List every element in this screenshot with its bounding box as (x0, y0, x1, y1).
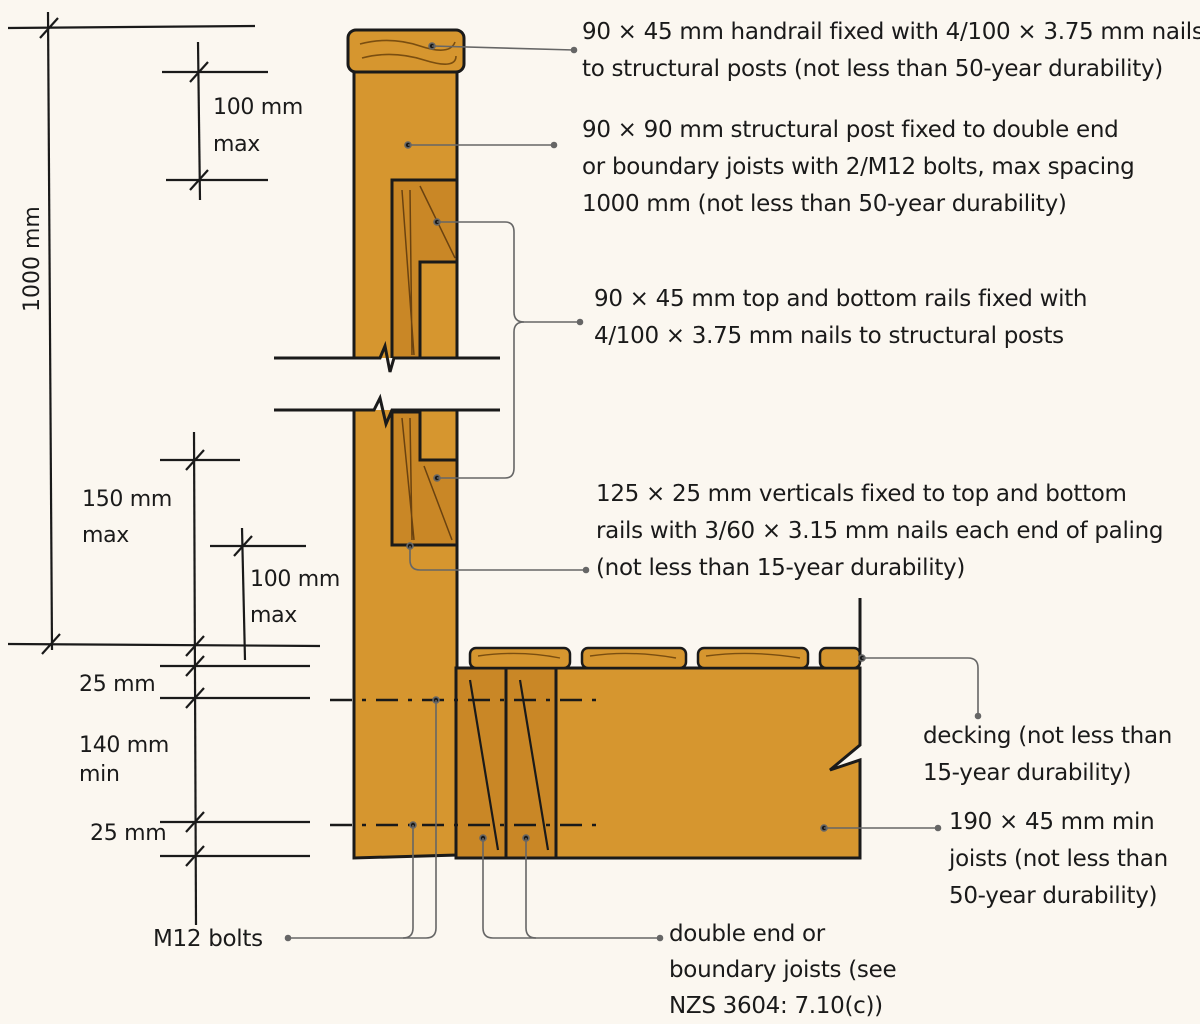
post-label-line-1: 90 × 90 mm structural post fixed to doub… (582, 117, 1119, 143)
joists-label-line-2: joists (not less than (949, 846, 1168, 872)
bottom-rail-section (390, 410, 459, 547)
rails-label-line-1: 90 × 45 mm top and bottom rails fixed wi… (594, 286, 1088, 312)
decking-label-line-2: 15-year durability) (923, 760, 1132, 786)
verticals-label-line-3: (not less than 15-year durability) (596, 555, 966, 581)
vertical-gap-dimension-line-1: 100 mm (250, 567, 341, 592)
boundary-joists-label-line-1: double end or (669, 921, 825, 947)
post-label-line-2: or boundary joists with 2/M12 bolts, max… (582, 154, 1135, 180)
bolt-spacing-dimension-line-2: min (79, 762, 120, 787)
handrail-gap-dimension-line-2: max (213, 132, 261, 157)
bottom-rail-gap-dimension-line-2: max (82, 523, 130, 548)
top-edge-dimension: 25 mm (79, 672, 156, 697)
overall-height-dimension: 1000 mm (20, 206, 45, 312)
handrail-gap-dimension-line-1: 100 mm (213, 95, 304, 120)
bolt-spacing-dimension-line-1: 140 mm (79, 733, 170, 758)
boundary-joists-label-line-3: NZS 3604: 7.10(c)) (669, 993, 883, 1019)
bolts-label: M12 bolts (153, 926, 263, 952)
joist-frame (454, 666, 862, 860)
bottom-edge-dimension: 25 mm (90, 821, 167, 846)
rails-label-line-2: 4/100 × 3.75 mm nails to structural post… (594, 323, 1064, 349)
handrail (346, 28, 466, 74)
verticals-label-line-2: rails with 3/60 × 3.15 mm nails each end… (596, 518, 1164, 544)
vertical-gap-dimension-line-2: max (250, 603, 298, 628)
bottom-rail-gap-dimension-line-1: 150 mm (82, 487, 173, 512)
joists-label-line-1: 190 × 45 mm min (949, 809, 1155, 835)
break-symbol (270, 340, 500, 429)
verticals-label-line-1: 125 × 25 mm verticals fixed to top and b… (596, 481, 1127, 507)
boundary-joists-label-line-2: boundary joists (see (669, 957, 897, 983)
decking-boards (468, 598, 862, 670)
handrail-label-line-1: 90 × 45 mm handrail fixed with 4/100 × 3… (582, 19, 1200, 45)
joists-label-line-3: 50-year durability) (949, 883, 1158, 909)
decking-label-line-1: decking (not less than (923, 723, 1173, 749)
leader-lines (284, 42, 982, 942)
post-label-line-3: 1000 mm (not less than 50-year durabilit… (582, 191, 1067, 217)
dimension-lines (7, 11, 321, 926)
handrail-label-line-2: to structural posts (not less than 50-ye… (582, 56, 1163, 82)
